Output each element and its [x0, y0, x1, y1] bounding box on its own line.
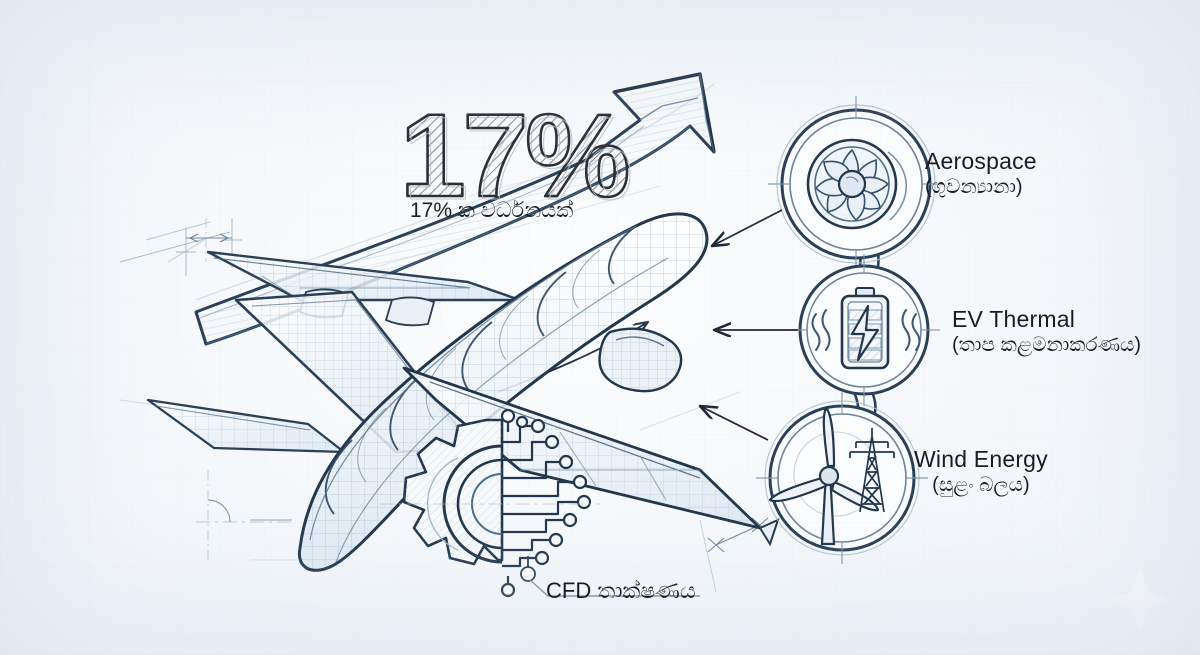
gear-circuit-icon — [380, 408, 600, 598]
statistic-value: 17% — [396, 96, 598, 195]
airplane-wing-far — [206, 250, 522, 327]
airplane-wing-near — [402, 327, 762, 530]
label-cfd-text: CFD තාක්ෂණය — [546, 578, 696, 603]
svg-text:17%: 17% — [400, 90, 627, 222]
icon-cluster — [756, 96, 944, 564]
svg-text:17%: 17% — [400, 90, 627, 222]
label-aerospace-en: Aerospace — [925, 148, 1037, 174]
label-aerospace-si: (ගුවන්‍යානා) — [925, 176, 1023, 198]
statistic-block: 17% 17% ක වර්ධනයක් — [396, 96, 598, 223]
arrow-wind-energy — [700, 406, 769, 441]
battery-heat-icon — [811, 287, 921, 370]
label-wind-energy[interactable]: Wind Energy (සුළං බලය) — [914, 446, 1048, 497]
statistic-caption: 17% ක වර්ධනයක් — [410, 198, 574, 222]
wind-turbine-icon — [768, 406, 895, 546]
airplane-fuselage — [297, 212, 709, 572]
arrow-aerospace — [712, 209, 783, 246]
label-cfd[interactable]: CFD තාක්ෂණය — [546, 578, 696, 604]
callout-aerospace[interactable] — [768, 96, 944, 272]
airplane-horizontal-stabilizer — [146, 398, 346, 454]
callout-wind-energy[interactable] — [756, 392, 928, 564]
label-ev-thermal-si: (තාප කළමනාකරණය) — [952, 334, 1142, 356]
callout-ev-thermal[interactable] — [788, 254, 940, 406]
label-ev-thermal[interactable]: EV Thermal (තාප කළමනාකරණය) — [952, 306, 1141, 357]
label-aerospace[interactable]: Aerospace (ගුවන්‍යානා) — [925, 148, 1037, 199]
label-wind-energy-si: (සුළං බලය) — [932, 474, 1030, 496]
jet-turbine-icon — [806, 138, 898, 230]
statistic-figure: 17% 17% 17% — [399, 89, 634, 226]
svg-text:17%: 17% — [403, 93, 630, 225]
cfd-leader-line — [520, 556, 700, 597]
airplane-sketch — [146, 212, 780, 572]
callout-arrows — [700, 209, 798, 441]
label-wind-energy-en: Wind Energy — [914, 446, 1048, 472]
label-ev-thermal-en: EV Thermal — [952, 306, 1076, 332]
sparkle-diamond-watermark — [1108, 568, 1172, 632]
